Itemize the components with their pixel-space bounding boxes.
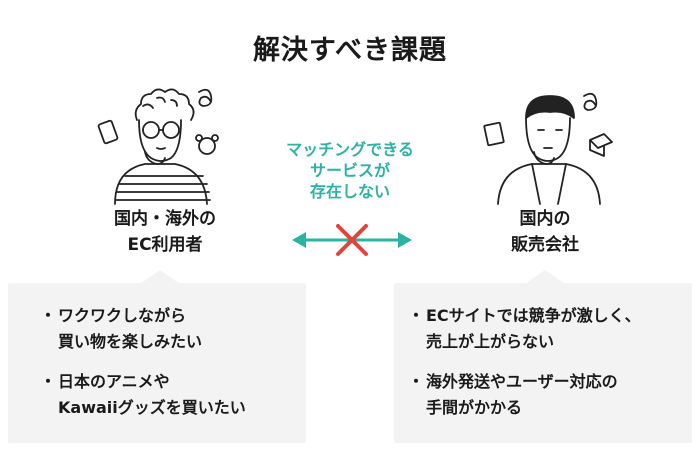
customer-needs-box: ワクワクしながら 買い物を楽しみたい 日本のアニメや Kawaiiグッズを買いた… — [8, 283, 306, 443]
company-issues-box: ECサイトでは競争が激しく、 売上が上がらない 海外発送やユーザー対応の 手間が… — [394, 283, 692, 443]
list-item: 日本のアニメや Kawaiiグッズを買いたい — [40, 369, 246, 421]
cross-icon — [336, 224, 368, 256]
list-item: ECサイトでは競争が激しく、 売上が上がらない — [408, 303, 641, 355]
customer-callout-pointer — [140, 270, 180, 284]
customer-illustration — [97, 88, 219, 205]
no-matching-service-text: マッチングできる サービスが 存在しない — [286, 140, 414, 201]
company-callout-pointer — [525, 270, 565, 284]
list-item: ワクワクしながら 買い物を楽しみたい — [40, 303, 246, 355]
page-title: 解決すべき課題 — [252, 35, 448, 66]
blocked-connection-arrow — [292, 224, 412, 256]
arrow-head-left — [292, 232, 306, 248]
list-item: 海外発送やユーザー対応の 手間がかかる — [408, 369, 641, 421]
arrow-head-right — [398, 232, 412, 248]
company-illustration — [483, 92, 613, 205]
company-label: 国内の 販売会社 — [511, 209, 579, 255]
customer-label: 国内・海外の EC利用者 — [114, 209, 216, 255]
